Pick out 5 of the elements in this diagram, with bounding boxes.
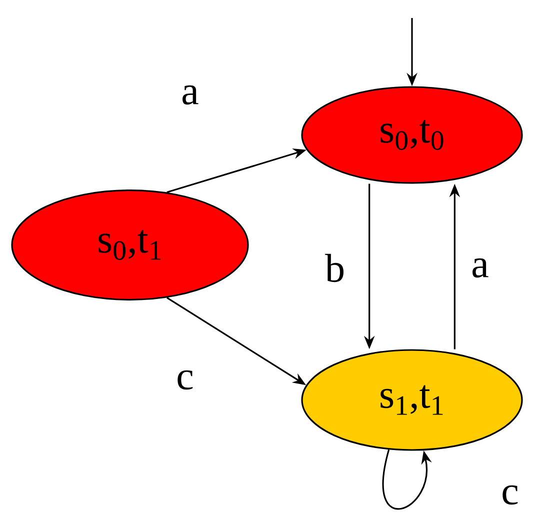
edge-label: c (502, 485, 518, 505)
edge-label: a (472, 258, 488, 278)
edge-label: a (182, 85, 198, 105)
edge-label: c (178, 370, 193, 390)
edge-label: b (325, 254, 344, 282)
